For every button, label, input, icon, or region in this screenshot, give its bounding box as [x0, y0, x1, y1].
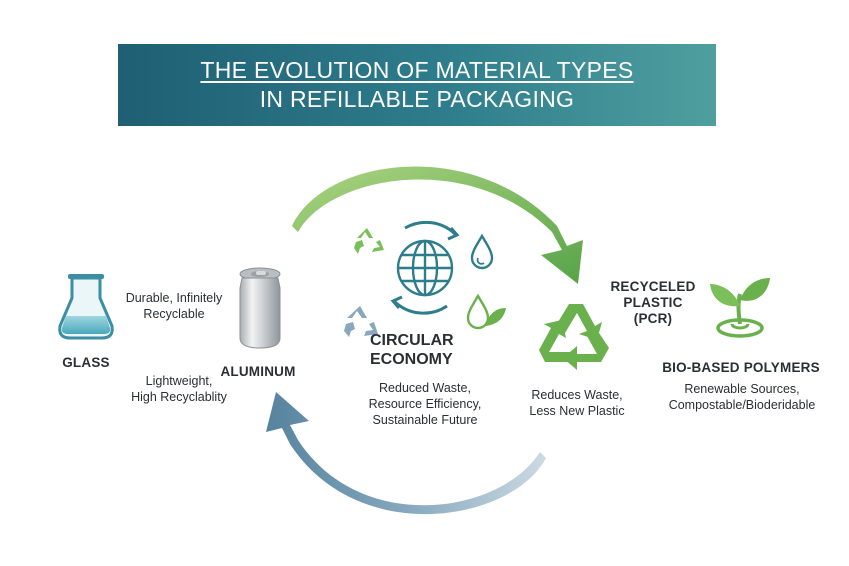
aluminum-description: Lightweight, High Recyclablity: [118, 373, 240, 405]
title-line-2: IN REFILLABLE PACKAGING: [259, 86, 575, 112]
pcr-description: Reduces Waste, Less New Plastic: [516, 387, 638, 419]
leaf-drop-icon: [466, 293, 506, 330]
bio-desc-line-2: Compostable/Bioderidable: [668, 398, 816, 412]
globe-icon: [390, 220, 460, 315]
flask-icon: [58, 274, 114, 340]
bio-based-label: BIO-BASED POLYMERS: [662, 360, 820, 375]
pcr-name-line-3: (PCR): [633, 311, 673, 326]
bio-desc-line-1: Renewable Sources,: [684, 382, 800, 396]
sprout-icon: [710, 278, 770, 338]
circular-desc-line-2: Resource Efficiency,: [368, 397, 482, 411]
small-recycle-icon-top: [354, 228, 384, 254]
glass-desc-line-2: Recyclable: [143, 307, 205, 321]
circular-economy-label: CIRCULAR ECONOMY: [370, 331, 480, 369]
pcr-name-line-2: PLASTIC: [623, 295, 683, 310]
title-banner: THE EVOLUTION OF MATERIAL TYPES IN REFIL…: [118, 44, 716, 126]
bio-based-description: Renewable Sources, Compostable/Bioderida…: [660, 381, 824, 413]
glass-label: GLASS: [62, 355, 110, 370]
circular-economy-description: Reduced Waste, Resource Efficiency, Sust…: [356, 380, 494, 428]
recycle-icon: [539, 304, 609, 370]
circular-name-line-2: ECONOMY: [370, 351, 453, 368]
green-cycle-arrow: [292, 166, 583, 284]
small-recycle-icon-left: [344, 306, 378, 337]
aluminum-label: ALUMINUM: [220, 364, 296, 379]
glass-description: Durable, Infinitely Recyclable: [106, 290, 242, 322]
pcr-desc-line-2: Less New Plastic: [529, 404, 625, 418]
water-drop-icon: [470, 233, 494, 270]
aluminum-can-icon: [239, 267, 281, 349]
blue-cycle-arrow: [266, 392, 546, 515]
aluminum-desc-line-2: High Recyclablity: [131, 390, 227, 404]
pcr-name-line-1: RECYCELED: [610, 279, 696, 294]
glass-desc-line-1: Durable, Infinitely: [125, 291, 223, 305]
title-line-1: THE EVOLUTION OF MATERIAL TYPES: [200, 57, 634, 83]
circular-name-line-1: CIRCULAR: [370, 332, 454, 349]
circular-desc-line-3: Sustainable Future: [372, 413, 478, 427]
pcr-desc-line-1: Reduces Waste,: [531, 388, 623, 402]
aluminum-desc-line-1: Lightweight,: [145, 374, 213, 388]
pcr-label: RECYCELED PLASTIC (PCR): [606, 279, 700, 327]
circular-desc-line-1: Reduced Waste,: [379, 381, 471, 395]
